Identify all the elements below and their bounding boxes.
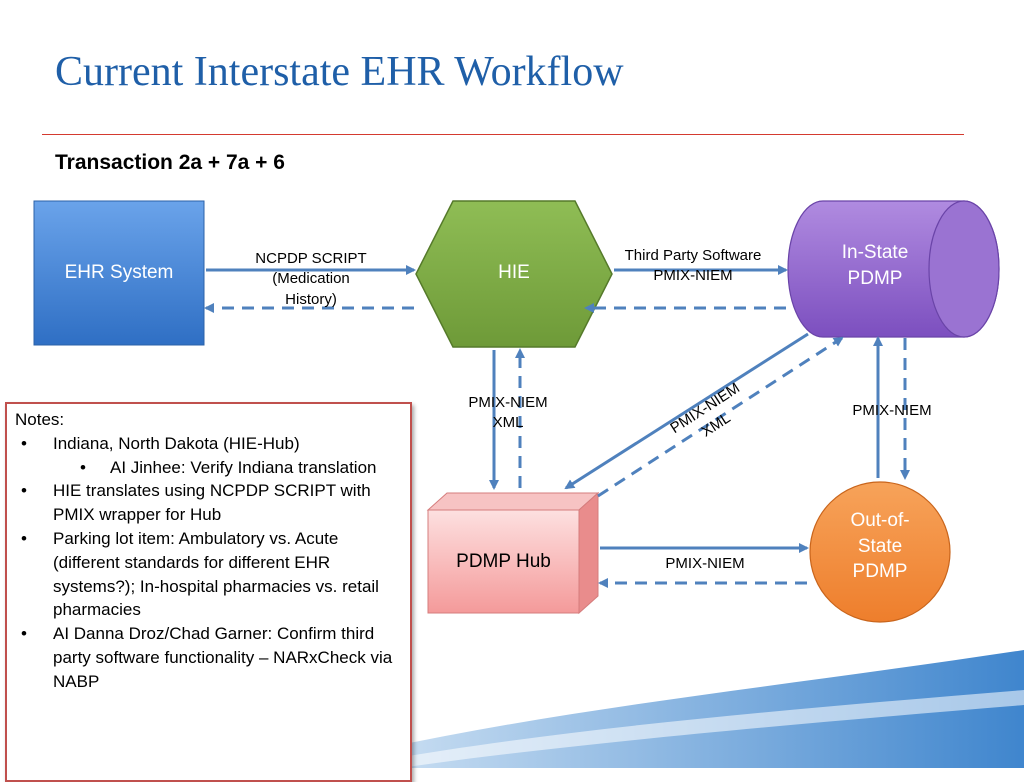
notes-item-text: HIE translates using NCPDP SCRIPT with P…: [53, 481, 371, 525]
arrow-hub-to-instate: [597, 336, 844, 498]
pdmp-hub-node-side: [578, 491, 599, 615]
notes-box: Notes: • Indiana, North Dakota (HIE-Hub) …: [5, 402, 412, 782]
hie-node: [415, 200, 613, 348]
bullet-icon: •: [21, 624, 27, 644]
edge-label-ehr-hie-line1: NCPDP SCRIPT: [255, 250, 367, 267]
edge-label-hie-hub-line1: PMIX-NIEM: [468, 394, 548, 411]
ehr-system-label: EHR System: [64, 262, 174, 283]
in-state-pdmp-label-line1: In-State: [841, 242, 909, 263]
edge-label-hie-instate-line2: PMIX-NIEM: [653, 267, 733, 285]
out-of-state-pdmp-label-line3: PDMP: [852, 561, 908, 583]
edge-label-ehr-hie: NCPDP SCRIPT (Medication History): [236, 249, 386, 310]
out-of-state-pdmp-node: [809, 481, 951, 623]
ehr-system-node: [33, 200, 205, 346]
notes-item: • Indiana, North Dakota (HIE-Hub): [15, 432, 402, 456]
notes-list: • Indiana, North Dakota (HIE-Hub) • AI Jin…: [15, 432, 402, 694]
notes-item: • Parking lot item: Ambulatory vs. Acute …: [15, 527, 402, 622]
notes-item-text: AI Danna Droz/Chad Garner: Confirm third…: [53, 624, 393, 691]
in-state-pdmp-label-line2: PDMP: [847, 267, 903, 289]
out-of-state-pdmp-label-line2: State: [857, 535, 903, 557]
notes-subitem: • AI Jinhee: Verify Indiana translation: [15, 456, 402, 480]
decorative-wave: [300, 650, 1024, 768]
hie-label: HIE: [498, 262, 530, 283]
bullet-icon: •: [21, 481, 27, 501]
arrow-instate-to-hub: [564, 332, 809, 490]
edge-label-hie-hub: PMIX-NIEM XML: [448, 393, 568, 434]
notes-item-text: Parking lot item: Ambulatory vs. Acute (…: [53, 528, 379, 620]
edge-label-hie-hub-line2: XML: [492, 414, 524, 432]
notes-item-text: AI Jinhee: Verify Indiana translation: [110, 457, 377, 477]
edge-label-hub-outstate: PMIX-NIEM: [665, 555, 745, 572]
out-of-state-pdmp-label-line1: Out-of-: [850, 510, 910, 531]
edge-label-hie-instate: Third Party Software PMIX-NIEM: [603, 246, 783, 287]
out-of-state-pdmp-label: Out-of- State PDMP: [810, 508, 950, 585]
in-state-pdmp-cap: [928, 200, 1000, 338]
bullet-icon: •: [80, 457, 86, 477]
bullet-icon: •: [21, 433, 27, 453]
slide-title: Current Interstate EHR Workflow: [55, 49, 624, 95]
slide-subtitle: Transaction 2a + 7a + 6: [55, 151, 285, 174]
pdmp-hub-node: [427, 509, 580, 614]
notes-item: • AI Danna Droz/Chad Garner: Confirm thir…: [15, 622, 402, 693]
edge-label-instate-outstate: PMIX-NIEM: [852, 402, 932, 419]
notes-item-text: Indiana, North Dakota (HIE-Hub): [53, 433, 300, 453]
edge-label-hie-instate-line1: Third Party Software: [624, 247, 762, 264]
edge-label-ehr-hie-line2: (Medication: [272, 270, 350, 288]
pdmp-hub-node-top: [426, 492, 600, 511]
notes-heading: Notes:: [15, 410, 65, 429]
pdmp-hub-label: PDMP Hub: [456, 551, 551, 572]
bullet-icon: •: [21, 528, 27, 548]
title-divider: [42, 134, 964, 135]
in-state-pdmp-label: In-State PDMP: [800, 240, 950, 291]
decorative-wave-highlight: [340, 690, 1024, 768]
edge-label-ehr-hie-line3: History): [285, 290, 337, 308]
notes-item: • HIE translates using NCPDP SCRIPT with …: [15, 479, 402, 527]
